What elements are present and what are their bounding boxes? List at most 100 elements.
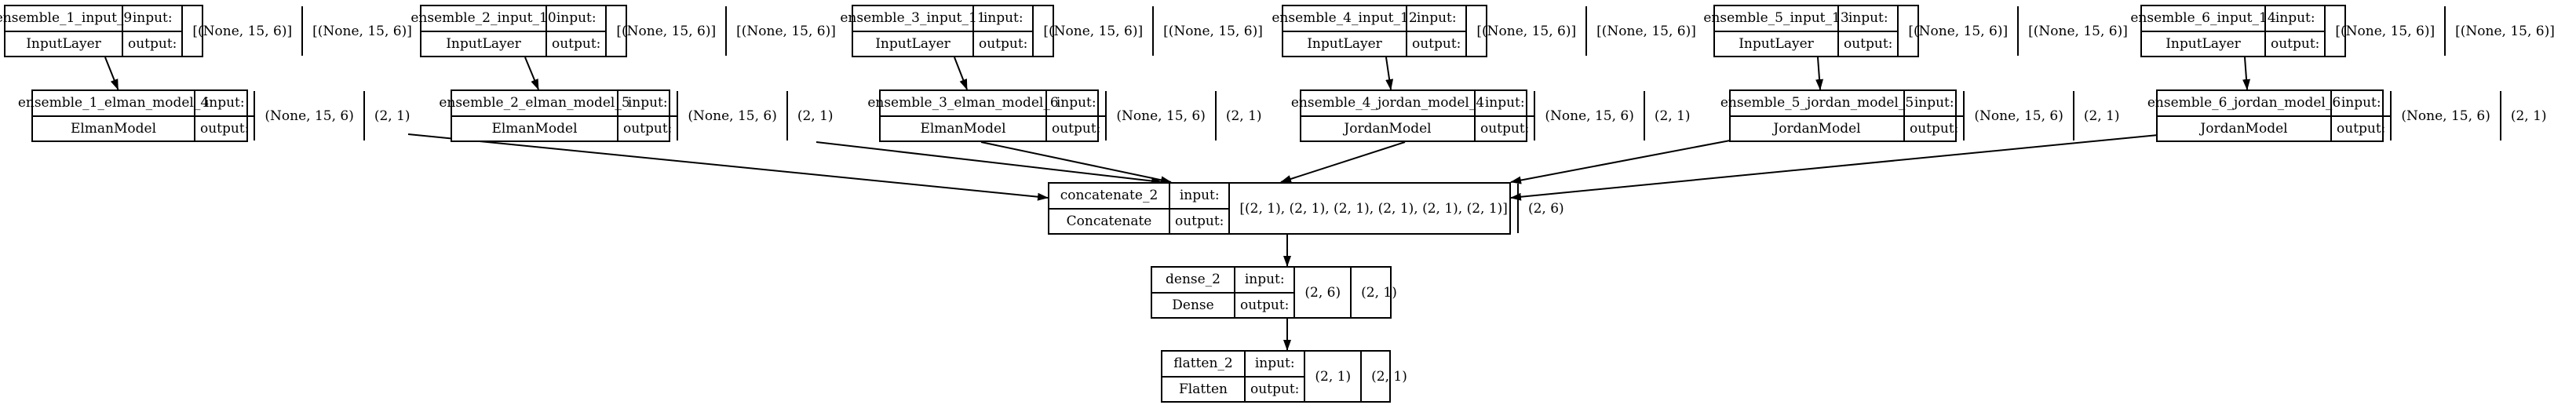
output-shape-cell: [(None, 15, 6)] [727,6,845,56]
edge-arrow [815,141,1162,185]
edge-arrow [524,57,539,90]
io-label-cell: input:output: [1047,91,1107,140]
layer-name: ensemble_5_input_13 [1703,10,1849,27]
edge-arrow [1280,141,1406,183]
layer-name: ensemble_3_elman_model_6 [867,95,1059,111]
layer-name: ensemble_5_jordan_model_5 [1720,95,1914,111]
layer-type: InputLayer [421,30,545,57]
input-shape-cell: (None, 15, 6) [1535,91,1645,140]
output-label: output: [1407,30,1466,57]
layer-type: JordanModel [1301,115,1474,141]
input-label: input: [2341,95,2381,111]
input-label: input: [204,95,245,111]
input-shape-cell: (2, 6) [1295,268,1352,317]
output-label: output: [195,115,254,141]
input-label: input: [1914,95,1954,111]
layer-type: Dense [1152,291,1234,318]
output-shape-cell: (2, 6) [1519,184,1574,233]
edge-arrow [2242,57,2251,90]
output-shape-cell: [(None, 15, 6)] [1154,6,1272,56]
output-shape: (2, 1) [1225,108,1262,124]
output-shape-cell: (2, 1) [2074,91,2129,140]
io-label-cell: input: output: [1905,91,1965,140]
input-shape: [(None, 15, 6)] [1908,23,2009,39]
layer-type: InputLayer [5,30,122,57]
layer-type: JordanModel [2158,115,2330,141]
input-shape-cell: (2, 1) [1305,352,1363,401]
input-shape: [(2, 1), (2, 1), (2, 1), (2, 1), (2, 1),… [1239,200,1508,217]
input-shape-cell: [(None, 15, 6)] [1899,6,2020,56]
layer-type: Concatenate [1049,207,1169,234]
output-shape: (2, 6) [1527,200,1564,217]
input-shape-cell: (None, 15, 6) [678,91,788,140]
output-label: output: [1905,115,1964,141]
io-label-cell: input:output: [1476,91,1536,140]
output-label: output: [618,115,677,141]
output-shape: (2, 1) [374,108,410,124]
layer-type: InputLayer [853,30,972,57]
input-shape-cell: [(None, 15, 6)] [183,6,304,56]
output-shape-cell: (2, 1) [365,91,420,140]
io-label-cell: input: output: [195,91,256,141]
input-shape-cell: [(None, 15, 6)] [1467,6,1588,56]
input-shape: (None, 15, 6) [1974,108,2063,124]
io-label-cell: input:output: [1407,6,1468,57]
output-shape: (2, 1) [797,108,834,124]
input-shape: [(None, 15, 6)] [2335,23,2436,39]
layer-name: ensemble_6_input_14 [2130,10,2276,27]
input-label: input: [1254,356,1295,372]
output-shape-cell: (2, 1) [1352,268,1407,317]
input-label: input: [556,10,597,27]
io-label-cell: input: output: [547,6,608,57]
input-shape: [(None, 15, 6)] [616,23,717,39]
output-shape: [(None, 15, 6)] [2028,23,2128,39]
output-shape-cell: (2, 1) [1362,352,1417,401]
output-label: output: [1235,291,1294,318]
output-shape: (2, 1) [2510,108,2547,124]
output-shape-cell: (2, 1) [1217,91,1272,140]
input-shape-cell: (None, 15, 6) [2392,91,2501,140]
input-label: input: [983,10,1023,27]
output-shape: [(None, 15, 6)] [312,23,412,39]
layer-type: ElmanModel [881,115,1045,141]
input-shape: (None, 15, 6) [688,108,777,124]
edge-arrow [1510,137,1743,184]
input-label: input: [132,10,173,27]
output-label: output: [1170,207,1229,234]
io-label-cell: input:output: [2266,6,2326,56]
input-label: input: [1848,10,1888,27]
io-label-cell: input:output: [1246,352,1306,401]
input-label: input: [627,95,668,111]
layer-name: ensemble_4_input_12 [1272,10,1418,27]
io-label-cell: input: output: [618,91,679,141]
output-label: output: [2266,30,2325,57]
edge-arrow [104,57,119,90]
output-shape: [(None, 15, 6)] [1163,23,1263,39]
layer-name: dense_2 [1166,272,1220,288]
output-label: output: [547,30,606,57]
edge-arrow [1815,57,1824,90]
layer-name: ensemble_1_input_9 [0,10,133,27]
layer-type: ElmanModel [452,115,617,141]
output-shape: (2, 1) [2083,108,2120,124]
input-label: input: [1244,272,1285,288]
edge-arrow [1510,133,2167,201]
edge-arrow [407,133,1049,201]
input-shape: (2, 1) [1315,368,1352,385]
layer-type: JordanModel [1731,115,1903,141]
